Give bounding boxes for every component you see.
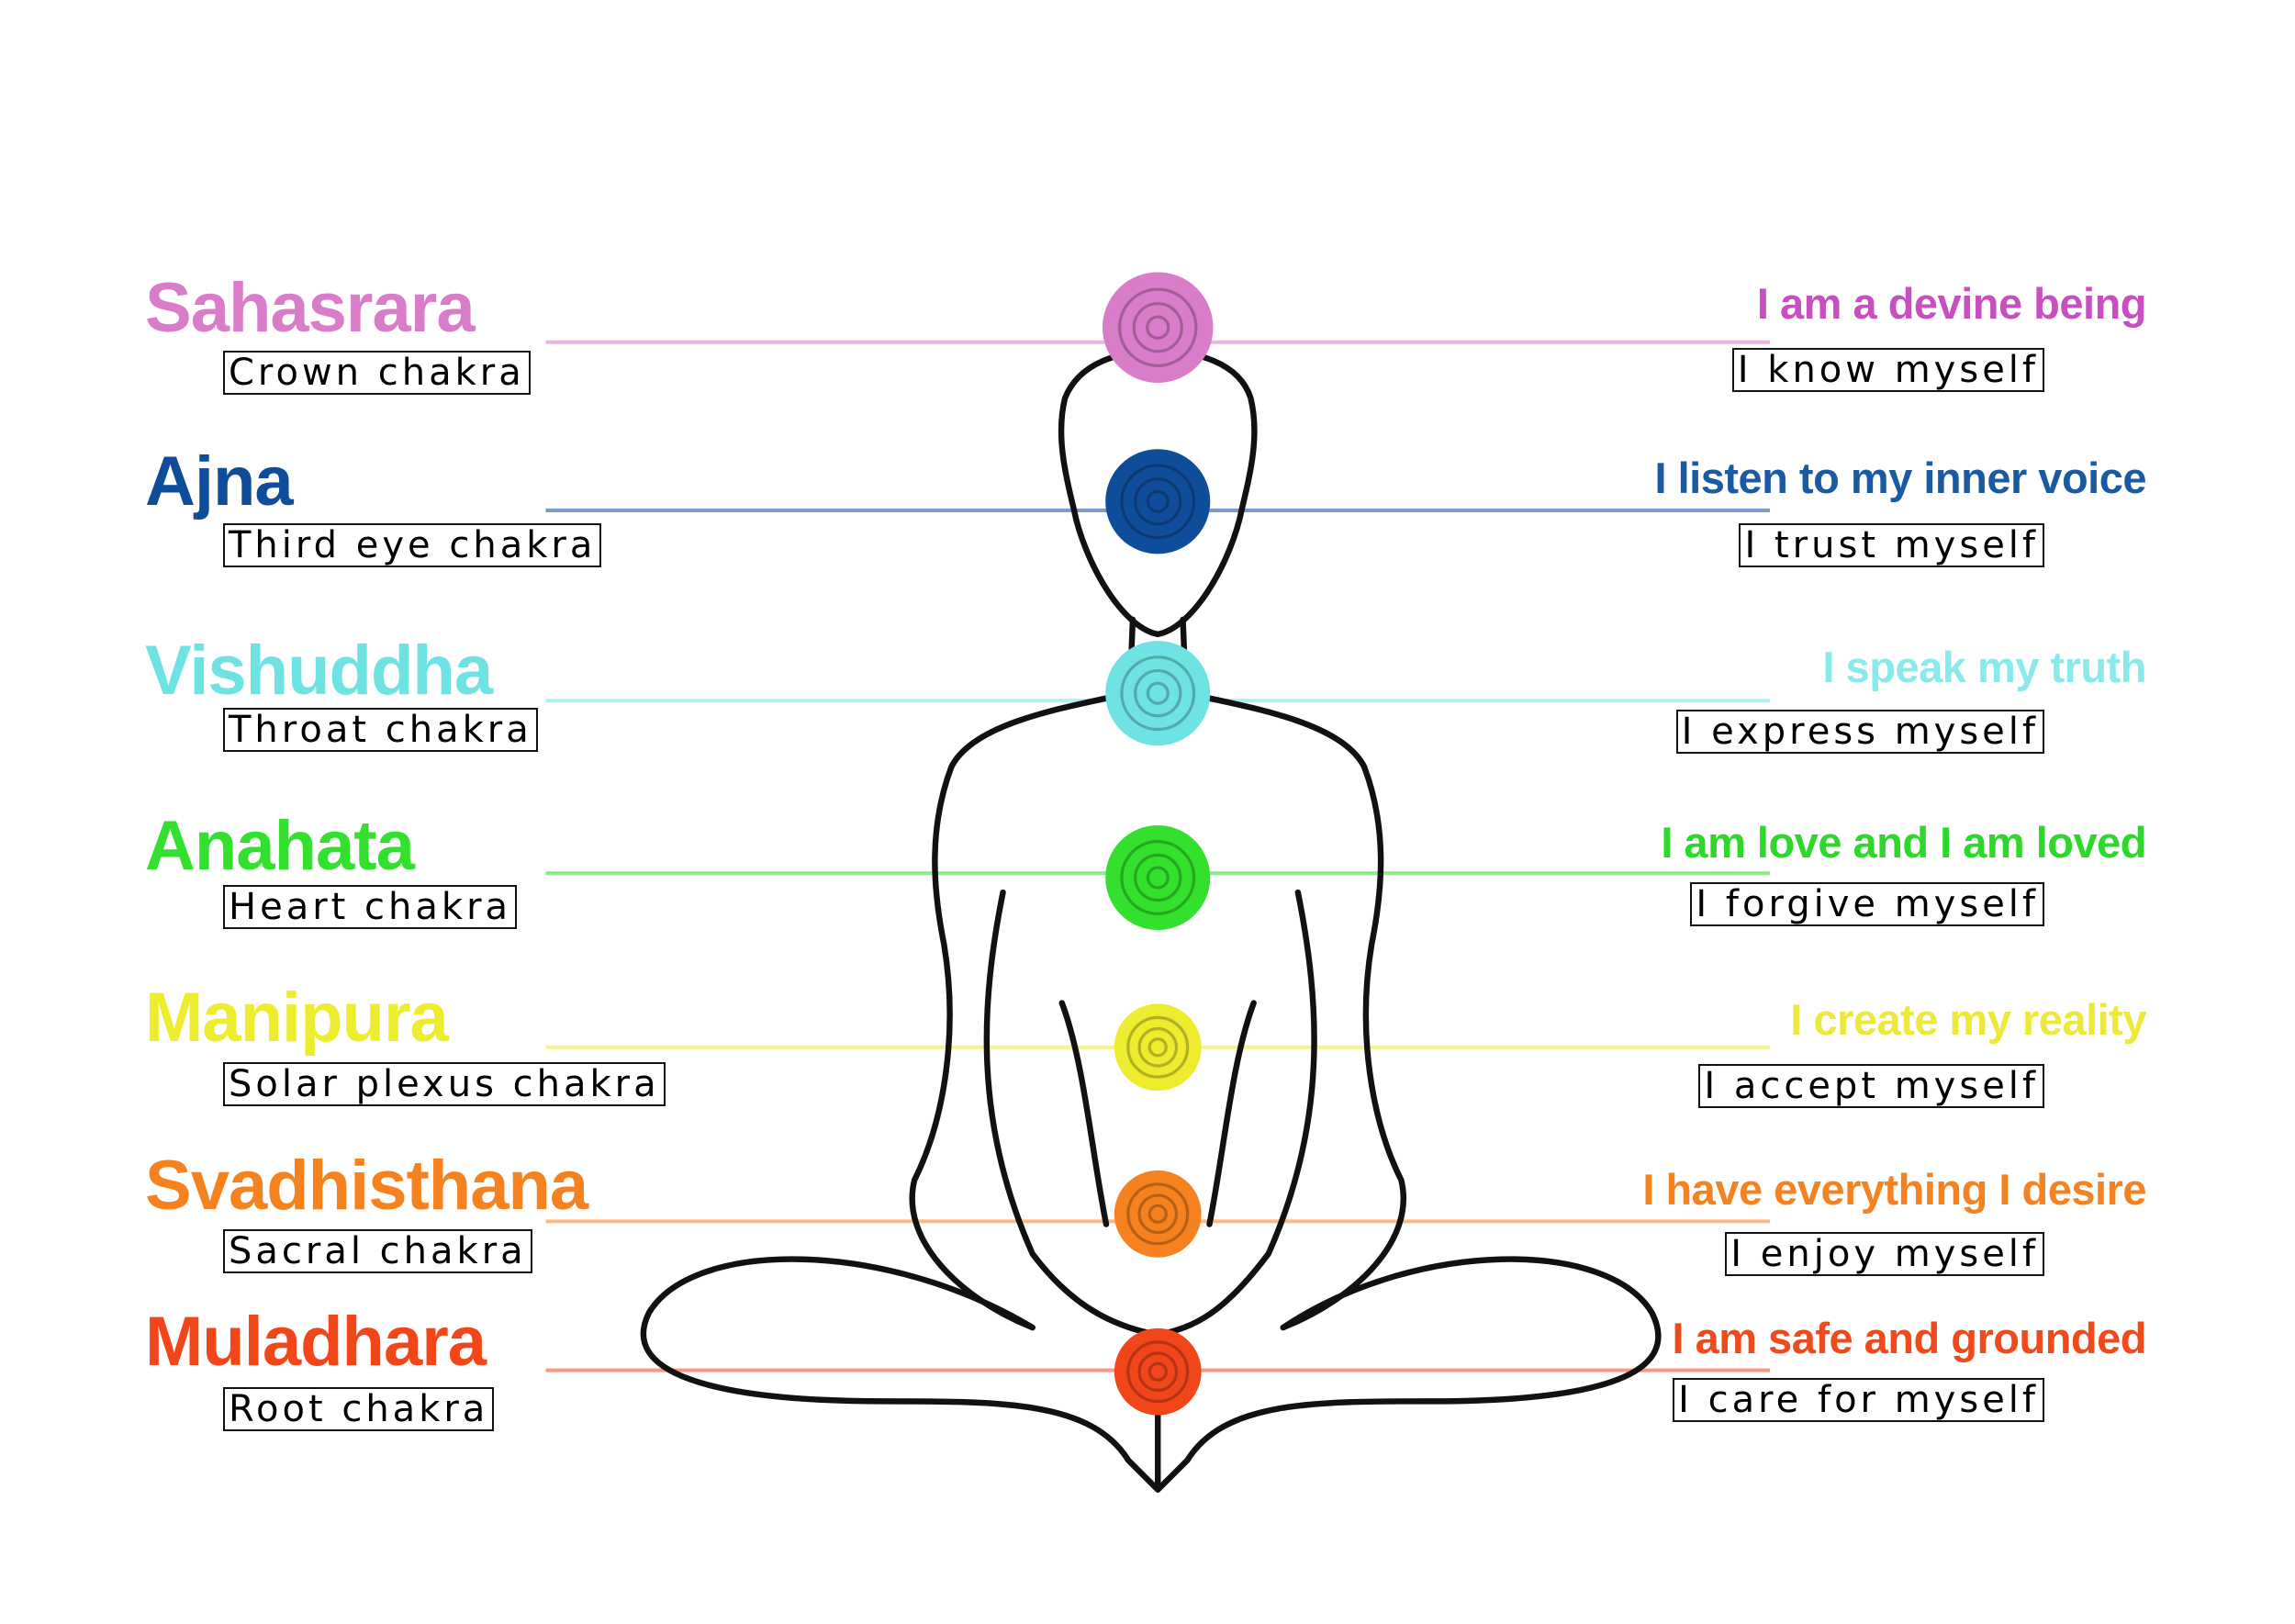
chakra-name: Manipura [145, 979, 449, 1057]
chakra-name: Muladhara [145, 1303, 487, 1381]
chakra-subtitle: Third eye chakra [223, 523, 602, 567]
chakra-circle-icon [1114, 1170, 1202, 1258]
chakra-statement: I trust myself [1739, 523, 2044, 567]
chakra-name: Anahata [145, 807, 415, 885]
chakra-affirmation: I am love and I am loved [1661, 818, 2146, 867]
chakra-circle-icon [1114, 1003, 1202, 1092]
chakra-subtitle: Root chakra [223, 1387, 495, 1431]
chakra-circle-icon [1114, 1327, 1202, 1416]
chakra-affirmation: I am safe and grounded [1672, 1314, 2146, 1362]
chakra-subtitle: Crown chakra [223, 351, 531, 395]
chakra-subtitle: Sacral chakra [223, 1229, 532, 1273]
chakra-statement: I know myself [1731, 348, 2044, 392]
chakra-statement: I care for myself [1673, 1378, 2044, 1422]
chakra-name: Svadhisthana [145, 1147, 588, 1225]
chakra-affirmation: I speak my truth [1822, 643, 2147, 691]
chakra-circle-icon [1105, 449, 1211, 554]
chakra-statement: I accept myself [1698, 1064, 2044, 1108]
chakra-name: Sahasrara [145, 269, 476, 347]
chakra-name: Vishuddha [145, 632, 493, 710]
chakra-circle-icon [1102, 272, 1214, 383]
chakra-affirmation: I listen to my inner voice [1654, 454, 2147, 502]
chakra-name: Ajna [145, 442, 294, 521]
chakra-subtitle: Throat chakra [223, 708, 538, 752]
chakra-affirmation: I am a devine being [1756, 279, 2147, 328]
chakra-statement: I enjoy myself [1725, 1232, 2044, 1276]
chakra-circle-icon [1105, 824, 1211, 931]
chakra-affirmation: I have everything I desire [1642, 1165, 2146, 1214]
chakra-affirmation: I create my reality [1790, 995, 2146, 1044]
chakra-subtitle: Solar plexus chakra [223, 1062, 666, 1106]
chakra-statement: I express myself [1675, 710, 2044, 754]
chakra-circle-icon [1105, 641, 1211, 746]
chakra-subtitle: Heart chakra [223, 885, 518, 929]
chakra-statement: I forgive myself [1690, 882, 2044, 926]
